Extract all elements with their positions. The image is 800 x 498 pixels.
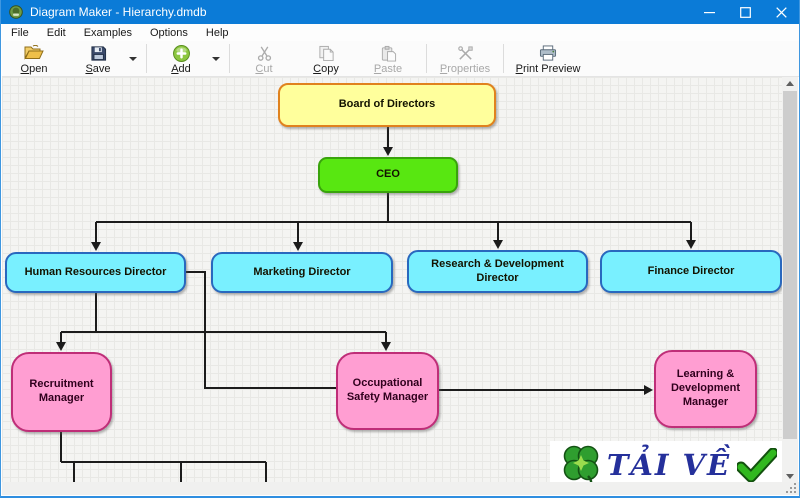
download-watermark: TẢI VỀ	[550, 441, 783, 483]
open-folder-icon	[24, 44, 44, 62]
window-title: Diagram Maker - Hierarchy.dmdb	[30, 5, 207, 19]
properties-button: Properties	[433, 41, 497, 76]
menu-help[interactable]: Help	[205, 26, 229, 39]
green-checkmark-icon	[737, 448, 778, 482]
save-dropdown-caret[interactable]	[126, 41, 140, 76]
diagram-canvas[interactable]: Board of Directors CEO Human Resources D…	[2, 77, 783, 483]
green-plus-icon	[172, 44, 191, 62]
node-occupational-safety-manager[interactable]: Occupational Safety Manager	[336, 352, 439, 430]
vertical-scrollbar[interactable]	[782, 77, 798, 483]
node-marketing-director[interactable]: Marketing Director	[211, 252, 393, 293]
floppy-disk-icon	[90, 44, 107, 62]
watermark-text: TẢI VỀ	[606, 448, 732, 482]
node-ceo[interactable]: CEO	[318, 157, 458, 193]
horizontal-scrollbar[interactable]	[2, 482, 799, 495]
save-button[interactable]: Save	[70, 41, 126, 76]
node-finance-director[interactable]: Finance Director	[600, 250, 782, 293]
print-preview-button[interactable]: Print Preview	[510, 41, 586, 76]
menu-examples[interactable]: Examples	[83, 26, 132, 39]
tools-icon	[457, 44, 474, 62]
vertical-scrollbar-thumb[interactable]	[783, 91, 797, 439]
paste-button: Paste	[360, 41, 416, 76]
toolbar: Open Save	[2, 41, 799, 77]
printer-icon	[538, 44, 558, 62]
node-research-development-director[interactable]: Research & Development Director	[407, 250, 588, 293]
title-bar: Diagram Maker - Hierarchy.dmdb	[1, 0, 799, 24]
toolbar-separator	[503, 44, 504, 73]
cut-button: Cut	[236, 41, 292, 76]
scissors-icon	[256, 44, 273, 62]
resize-grip[interactable]	[784, 482, 798, 495]
node-board-of-directors[interactable]: Board of Directors	[278, 83, 496, 127]
clipboard-icon	[380, 44, 397, 62]
scroll-down-arrow[interactable]	[782, 470, 798, 483]
toolbar-separator	[426, 44, 427, 73]
node-human-resources-director[interactable]: Human Resources Director	[5, 252, 186, 293]
node-learning-development-manager[interactable]: Learning & Development Manager	[654, 350, 757, 428]
add-button[interactable]: Add	[153, 41, 209, 76]
scroll-up-arrow[interactable]	[782, 77, 798, 90]
menu-options[interactable]: Options	[150, 26, 188, 39]
add-dropdown-caret[interactable]	[209, 41, 223, 76]
copy-button: Copy	[298, 41, 354, 76]
toolbar-separator	[146, 44, 147, 73]
menu-file[interactable]: File	[11, 26, 29, 39]
four-leaf-clover-icon	[563, 445, 599, 483]
close-button[interactable]	[763, 0, 799, 24]
app-icon	[9, 5, 23, 19]
menu-bar: File Edit Examples Options Help	[2, 24, 799, 41]
maximize-button[interactable]	[727, 0, 763, 24]
menu-edit[interactable]: Edit	[46, 26, 66, 39]
node-recruitment-manager[interactable]: Recruitment Manager	[11, 352, 112, 432]
copy-pages-icon	[318, 44, 335, 62]
minimize-button[interactable]	[691, 0, 727, 24]
toolbar-separator	[229, 44, 230, 73]
open-button[interactable]: Open	[6, 41, 62, 76]
